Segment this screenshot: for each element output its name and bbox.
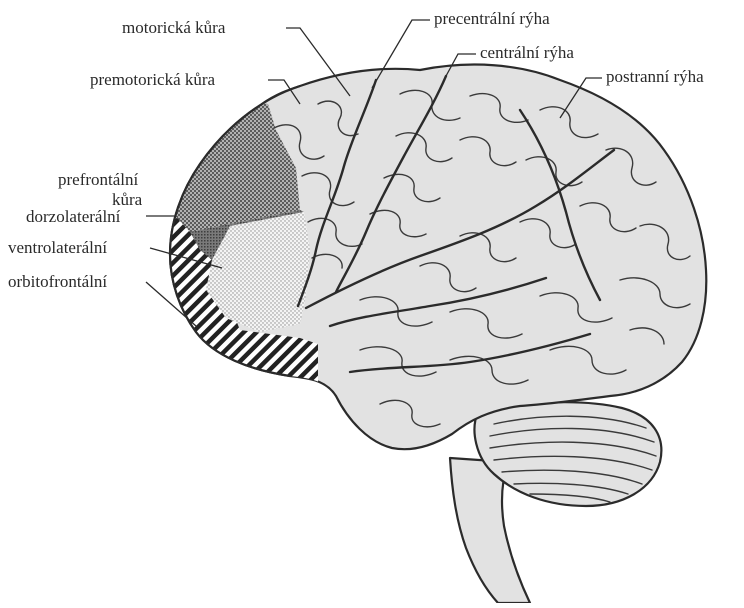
- label-central-sulcus: centrální rýha: [480, 43, 574, 62]
- label-precentral-sulcus: precentrální rýha: [434, 9, 550, 28]
- label-dorsolateral: dorzolaterální: [26, 207, 121, 226]
- label-motor-cortex: motorická kůra: [122, 18, 226, 37]
- label-orbitofrontal: orbitofrontální: [8, 272, 107, 291]
- label-prefrontal-line1: prefrontální: [58, 170, 139, 189]
- label-premotor-cortex: premotorická kůra: [90, 70, 216, 89]
- label-lateral-sulcus: postranní rýha: [606, 67, 704, 86]
- label-ventrolateral: ventrolaterální: [8, 238, 107, 257]
